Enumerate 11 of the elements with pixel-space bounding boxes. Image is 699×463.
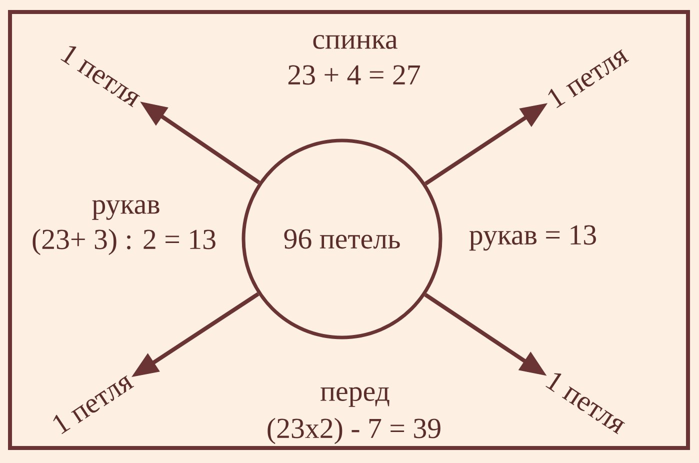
part-name: перед — [320, 387, 390, 407]
stitch-label: 1 петля — [546, 373, 626, 434]
stitch-formula: (23x2) - 7 = 39 — [268, 418, 440, 444]
part-name: рукав — [92, 200, 160, 220]
stitch-formula: (23+ 3) : 2 = 13 — [32, 228, 216, 256]
part-name: спинка — [313, 35, 398, 49]
stitch-formula: 23 + 4 = 27 — [288, 65, 420, 85]
stitch-label: 1 петля — [60, 46, 140, 108]
stitch-label: 1 петля — [548, 49, 630, 108]
stitch-label: 1 петля — [53, 375, 134, 434]
stitch-formula: рукав = 13 — [469, 225, 596, 251]
